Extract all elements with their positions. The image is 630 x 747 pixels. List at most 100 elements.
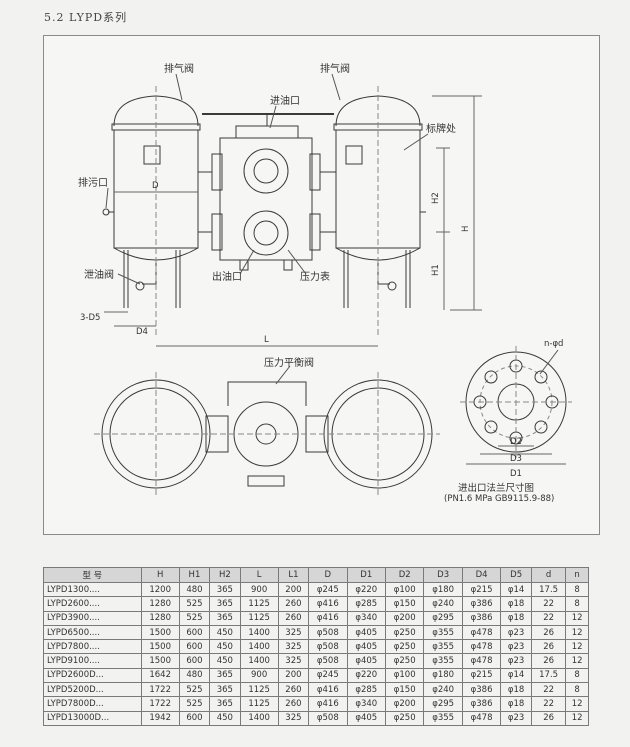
table-cell: φ245: [308, 581, 348, 598]
table-cell: 22: [530, 610, 567, 626]
table-cell: 260: [277, 682, 310, 698]
label-drain-port: 排污口: [78, 176, 108, 189]
flange-detail: [460, 346, 572, 465]
label-vent-valve-right: 排气阀: [320, 62, 350, 75]
table-cell: φ200: [384, 610, 425, 626]
table-cell: 480: [178, 667, 211, 684]
table-cell: φ240: [423, 596, 463, 612]
table-cell: 260: [277, 610, 310, 626]
table-cell: 17.5: [530, 581, 567, 598]
column-header: H1: [178, 567, 211, 583]
table-cell: φ180: [423, 667, 463, 684]
table-cell: φ478: [461, 653, 502, 669]
dim-D1: D1: [510, 469, 522, 479]
table-cell: φ18: [500, 682, 532, 698]
table-cell: φ478: [461, 710, 502, 726]
table-cell: 1280: [140, 596, 180, 612]
table-cell: 1125: [239, 596, 279, 612]
table-cell: 26: [530, 639, 567, 655]
table-cell: φ14: [500, 667, 532, 684]
section-title: 5.2 LYPD系列: [44, 11, 128, 24]
table-cell: φ355: [423, 653, 463, 669]
table-cell: 325: [277, 710, 310, 726]
table-cell: φ508: [308, 653, 348, 669]
table-cell: 365: [209, 667, 241, 684]
table-cell: φ508: [308, 624, 348, 641]
table-cell: 1280: [140, 610, 180, 626]
table-cell: φ250: [384, 624, 425, 641]
dim-H: H: [461, 226, 471, 232]
column-header: D: [308, 567, 348, 583]
table-cell: 26: [530, 653, 567, 669]
table-cell: φ150: [384, 596, 425, 612]
table-cell: φ250: [384, 653, 425, 669]
table-cell: φ23: [500, 639, 532, 655]
table-cell: 12: [565, 696, 589, 712]
column-header: L1: [277, 567, 310, 583]
table-cell: 480: [178, 581, 211, 598]
table-cell: 325: [277, 624, 310, 641]
table-cell: φ240: [423, 682, 463, 698]
table-cell: 22: [530, 682, 567, 698]
table-cell: φ18: [500, 696, 532, 712]
changeover-valve: [198, 137, 336, 271]
table-cell: 525: [178, 610, 211, 626]
column-header: L: [239, 567, 279, 583]
table-cell: φ18: [500, 610, 532, 626]
table-cell: φ215: [461, 581, 502, 598]
table-cell: 12: [565, 710, 589, 726]
table-cell: φ180: [423, 581, 463, 598]
model-cell: LYPD2600D...: [43, 667, 142, 684]
column-header: H: [140, 567, 180, 583]
table-cell: φ355: [423, 710, 463, 726]
table-cell: φ220: [346, 667, 386, 684]
model-cell: LYPD1300....: [43, 581, 142, 598]
table-cell: 600: [178, 710, 211, 726]
table-cell: φ405: [346, 639, 386, 655]
column-header: D4: [461, 567, 502, 583]
table-cell: φ23: [500, 710, 532, 726]
label-outlet: 出油口: [212, 270, 242, 283]
column-header: D5: [500, 567, 532, 583]
table-cell: 22: [530, 596, 567, 612]
table-cell: φ220: [346, 581, 386, 598]
table-cell: 450: [209, 710, 241, 726]
table-cell: 12: [565, 639, 589, 655]
table-cell: φ340: [346, 696, 386, 712]
table-cell: 600: [178, 653, 211, 669]
table-cell: 900: [239, 581, 279, 598]
table-cell: 1400: [239, 639, 279, 655]
table-cell: 12: [565, 624, 589, 641]
table-cell: 8: [565, 667, 589, 684]
table-cell: 1722: [140, 682, 180, 698]
dim-D: D: [152, 181, 159, 191]
table-cell: φ18: [500, 596, 532, 612]
table-cell: 365: [209, 581, 241, 598]
table-cell: φ508: [308, 639, 348, 655]
table-cell: φ23: [500, 624, 532, 641]
table-cell: φ100: [384, 667, 425, 684]
table-cell: φ340: [346, 610, 386, 626]
table-cell: 1722: [140, 696, 180, 712]
table-cell: φ416: [308, 682, 348, 698]
table-cell: 8: [565, 682, 589, 698]
table-cell: 365: [209, 596, 241, 612]
table-cell: 325: [277, 653, 310, 669]
dim-D2: D2: [510, 437, 522, 447]
table-cell: φ405: [346, 624, 386, 641]
model-cell: LYPD7800D...: [43, 696, 142, 712]
table-cell: 365: [209, 682, 241, 698]
table-cell: 8: [565, 596, 589, 612]
table-cell: 1125: [239, 610, 279, 626]
table-cell: φ250: [384, 639, 425, 655]
label-inlet: 进油口: [270, 94, 300, 107]
column-header: 型 号: [43, 567, 142, 583]
dim-D3: D3: [510, 454, 522, 464]
model-cell: LYPD2600....: [43, 596, 142, 612]
